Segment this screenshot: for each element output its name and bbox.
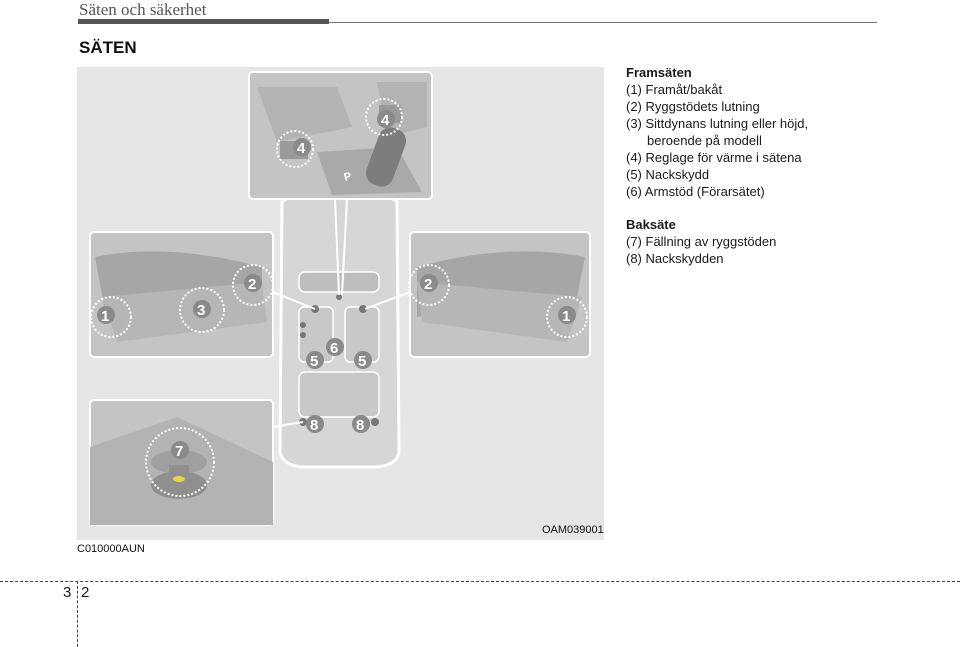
callout-8-left: 8 <box>306 415 324 434</box>
footer-divider <box>77 581 78 647</box>
rear-seats-heading: Baksäte <box>626 217 676 232</box>
leader-lines <box>272 198 411 428</box>
illustration-code: OAM039001 <box>542 524 604 536</box>
front-seat-item: (4) Reglage för värme i sätena <box>626 150 802 165</box>
svg-text:8: 8 <box>310 417 318 434</box>
front-seat-item-continuation: beroende på modell <box>647 133 762 148</box>
svg-text:5: 5 <box>358 353 366 370</box>
callout-8-right: 8 <box>352 415 370 434</box>
front-seat-item: (2) Ryggstödets lutning <box>626 99 760 114</box>
callout-3: 3 <box>193 300 211 319</box>
chapter-header-title: Säten och säkerhet <box>79 0 207 19</box>
seat-illustration: P <box>77 67 604 540</box>
front-seat-item: (1) Framåt/bakåt <box>626 82 723 97</box>
document-code: C010000AUN <box>77 543 145 555</box>
callout-1-left: 1 <box>97 306 115 325</box>
callout-4-right: 4 <box>377 110 395 129</box>
footer-rule <box>0 581 960 582</box>
front-seats-heading: Framsäten <box>626 65 692 80</box>
svg-text:2: 2 <box>248 276 256 293</box>
callout-2-left: 2 <box>244 274 262 293</box>
header-rule-thin <box>329 22 877 23</box>
section-title: SÄTEN <box>79 38 137 57</box>
svg-text:4: 4 <box>381 112 390 129</box>
legend-text: Framsäten (1) Framåt/bakåt (2) Ryggstöde… <box>626 64 926 267</box>
callout-5-right: 5 <box>354 351 372 370</box>
svg-text:2: 2 <box>424 276 432 293</box>
callout-6: 6 <box>326 338 344 357</box>
gear-p-label: P <box>343 170 353 183</box>
chapter-number: 3 <box>63 584 72 601</box>
seat-illustration-drawing: P <box>89 71 591 526</box>
callout-5-left: 5 <box>306 351 324 370</box>
car-top-view <box>278 191 401 469</box>
callout-7: 7 <box>171 441 189 460</box>
front-seat-item: (3) Sittdynans lutning eller höjd, <box>626 116 809 131</box>
svg-text:4: 4 <box>297 140 306 157</box>
svg-text:8: 8 <box>356 417 364 434</box>
svg-text:3: 3 <box>197 302 205 319</box>
front-seat-item: (6) Armstöd (Förarsätet) <box>626 184 765 199</box>
callout-2-right: 2 <box>420 274 438 293</box>
svg-text:6: 6 <box>330 340 338 357</box>
svg-text:5: 5 <box>310 353 318 370</box>
panel-heater-switches: P <box>248 71 433 200</box>
panel-front-seat-right <box>408 231 591 358</box>
page-number: 2 <box>81 584 90 601</box>
callout-markers: 1 3 2 2 1 4 4 6 5 5 8 8 7 <box>97 110 576 460</box>
callout-4-left: 4 <box>293 138 311 157</box>
callout-1-right: 1 <box>558 306 576 325</box>
front-seat-item: (5) Nackskydd <box>626 167 710 182</box>
svg-text:7: 7 <box>175 443 183 460</box>
header-rule-dark <box>78 19 329 24</box>
svg-text:1: 1 <box>562 308 570 325</box>
rear-seat-item: (7) Fällning av ryggstöden <box>626 234 777 249</box>
panel-rear-seat-lever <box>89 399 274 526</box>
svg-text:1: 1 <box>101 308 109 325</box>
rear-seat-item: (8) Nackskydden <box>626 251 724 266</box>
panel-front-seat-left <box>89 231 274 358</box>
